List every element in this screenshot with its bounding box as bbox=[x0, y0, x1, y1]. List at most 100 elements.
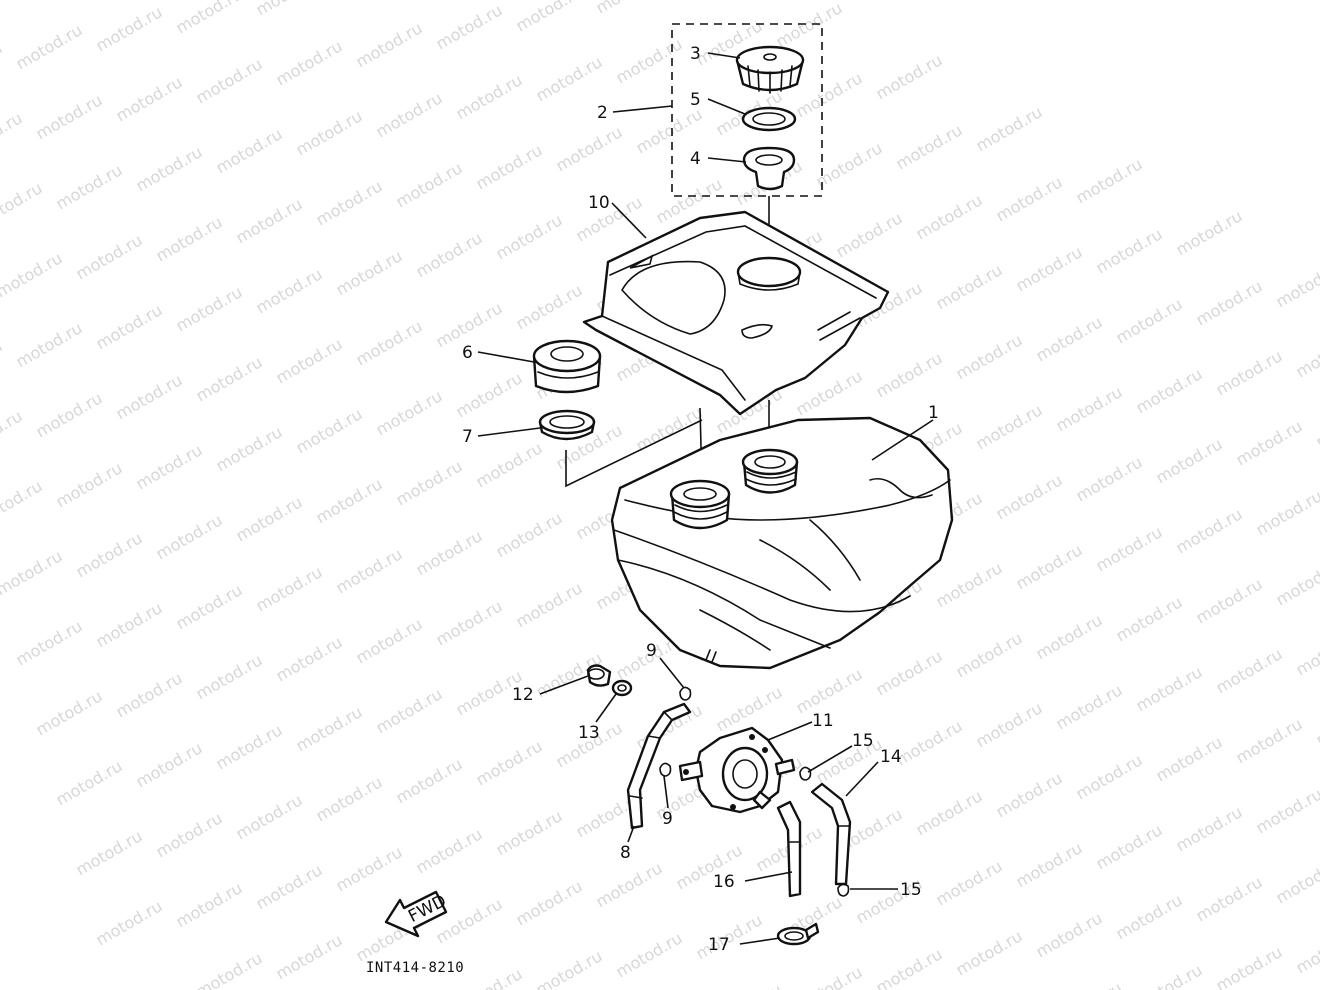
watermark-text: motod.ru bbox=[1293, 626, 1320, 679]
watermark-text: motod.ru bbox=[193, 948, 266, 990]
watermark-text: motod.ru bbox=[933, 558, 1006, 611]
watermark-text: motod.ru bbox=[1253, 784, 1320, 837]
watermark-text: motod.ru bbox=[0, 248, 66, 301]
watermark-text: motod.ru bbox=[413, 526, 486, 579]
watermark-text: motod.ru bbox=[413, 228, 486, 281]
watermark-text: motod.ru bbox=[133, 142, 206, 195]
watermark-text: motod.ru bbox=[1313, 398, 1320, 451]
watermark-text: motod.ru bbox=[1013, 540, 1086, 593]
watermark-text: motod.ru bbox=[153, 808, 226, 861]
watermark-text: motod.ru bbox=[173, 282, 246, 335]
watermark-text: motod.ru bbox=[373, 386, 446, 439]
watermark-text: motod.ru bbox=[193, 352, 266, 405]
watermark-text: motod.ru bbox=[813, 734, 886, 787]
watermark-text: motod.ru bbox=[0, 0, 66, 3]
watermark-text: motod.ru bbox=[193, 650, 266, 703]
watermark-text: motod.ru bbox=[513, 280, 586, 333]
watermark-text: motod.ru bbox=[1193, 574, 1266, 627]
watermark-text: motod.ru bbox=[253, 0, 326, 19]
watermark-text: motod.ru bbox=[513, 578, 586, 631]
watermark-text: motod.ru bbox=[953, 926, 1026, 979]
watermark-text: motod.ru bbox=[413, 824, 486, 877]
watermark-text: motod.ru bbox=[0, 476, 46, 529]
watermark-text: motod.ru bbox=[313, 474, 386, 527]
watermark-text: motod.ru bbox=[213, 720, 286, 773]
label-10: 10 bbox=[588, 193, 610, 213]
watermark-text: motod.ru bbox=[913, 190, 986, 243]
hose-clip-15-upper bbox=[799, 766, 812, 781]
seal-ring bbox=[538, 409, 596, 441]
leader-11 bbox=[767, 721, 813, 741]
watermark-text: motod.ru bbox=[1053, 680, 1126, 733]
watermark-text: motod.ru bbox=[353, 614, 426, 667]
label-9a: 9 bbox=[646, 641, 657, 661]
watermark-text: motod.ru bbox=[1033, 610, 1106, 663]
outlet-hose bbox=[776, 800, 802, 898]
watermark-text: motod.ru bbox=[773, 0, 846, 51]
watermark-text: motod.ru bbox=[1213, 942, 1286, 990]
watermark-text: motod.ru bbox=[633, 402, 706, 455]
watermark-text: motod.ru bbox=[233, 790, 306, 843]
watermark-text: motod.ru bbox=[593, 858, 666, 911]
label-4: 4 bbox=[690, 149, 701, 169]
label-15b: 15 bbox=[900, 880, 922, 900]
watermark-text: motod.ru bbox=[1213, 346, 1286, 399]
watermark-text: motod.ru bbox=[13, 318, 86, 371]
watermark-text: motod.ru bbox=[1133, 364, 1206, 417]
watermark-text: motod.ru bbox=[33, 90, 106, 143]
watermark-text: motod.ru bbox=[153, 212, 226, 265]
leader-2 bbox=[612, 105, 673, 113]
label-8: 8 bbox=[620, 843, 631, 863]
watermark-text: motod.ru bbox=[253, 264, 326, 317]
watermark-text: motod.ru bbox=[233, 492, 306, 545]
watermark-text: motod.ru bbox=[933, 856, 1006, 909]
watermark-text: motod.ru bbox=[0, 178, 46, 231]
leader-14 bbox=[845, 761, 879, 797]
watermark-text: motod.ru bbox=[993, 470, 1066, 523]
watermark-text: motod.ru bbox=[1033, 908, 1106, 961]
watermark-text: motod.ru bbox=[133, 440, 206, 493]
tank-cover bbox=[582, 210, 890, 416]
watermark-text: motod.ru bbox=[793, 962, 866, 990]
watermark-text: motod.ru bbox=[193, 54, 266, 107]
leader-6 bbox=[477, 351, 535, 363]
watermark-text: motod.ru bbox=[533, 52, 606, 105]
watermark-text: motod.ru bbox=[373, 88, 446, 141]
leader-12 bbox=[539, 675, 589, 695]
watermark-text: motod.ru bbox=[353, 18, 426, 71]
leader-16 bbox=[744, 871, 793, 882]
cap-assembly-box bbox=[671, 23, 823, 197]
fuel-hose bbox=[626, 702, 692, 830]
watermark-text: motod.ru bbox=[233, 194, 306, 247]
filler-cap bbox=[735, 45, 805, 94]
watermark-text: motod.ru bbox=[553, 122, 626, 175]
watermark-text: motod.ru bbox=[1053, 382, 1126, 435]
watermark-text: motod.ru bbox=[353, 316, 426, 369]
watermark-text: motod.ru bbox=[0, 406, 26, 459]
leader-13 bbox=[595, 693, 617, 723]
watermark-text: motod.ru bbox=[893, 120, 966, 173]
watermark-text: motod.ru bbox=[73, 826, 146, 879]
watermark-text: motod.ru bbox=[0, 38, 6, 91]
watermark-text: motod.ru bbox=[93, 2, 166, 55]
label-17: 17 bbox=[708, 935, 730, 955]
watermark-text: motod.ru bbox=[973, 698, 1046, 751]
watermark-text: motod.ru bbox=[0, 546, 66, 599]
watermark-text: motod.ru bbox=[1273, 556, 1320, 609]
watermark-text: motod.ru bbox=[173, 580, 246, 633]
hose-clip-15-lower bbox=[837, 883, 850, 897]
watermark-text: motod.ru bbox=[253, 860, 326, 913]
watermark-text: motod.ru bbox=[1013, 838, 1086, 891]
watermark-text: motod.ru bbox=[1253, 486, 1320, 539]
hose-clip-lower bbox=[659, 762, 672, 777]
leader-3 bbox=[707, 52, 741, 59]
label-13: 13 bbox=[578, 723, 600, 743]
watermark-text: motod.ru bbox=[393, 754, 466, 807]
leader-1 bbox=[871, 419, 934, 461]
watermark-text: motod.ru bbox=[0, 336, 6, 389]
leader-7 bbox=[477, 427, 541, 437]
watermark-text: motod.ru bbox=[493, 508, 566, 561]
watermark-text: motod.ru bbox=[1093, 522, 1166, 575]
watermark-text: motod.ru bbox=[333, 842, 406, 895]
